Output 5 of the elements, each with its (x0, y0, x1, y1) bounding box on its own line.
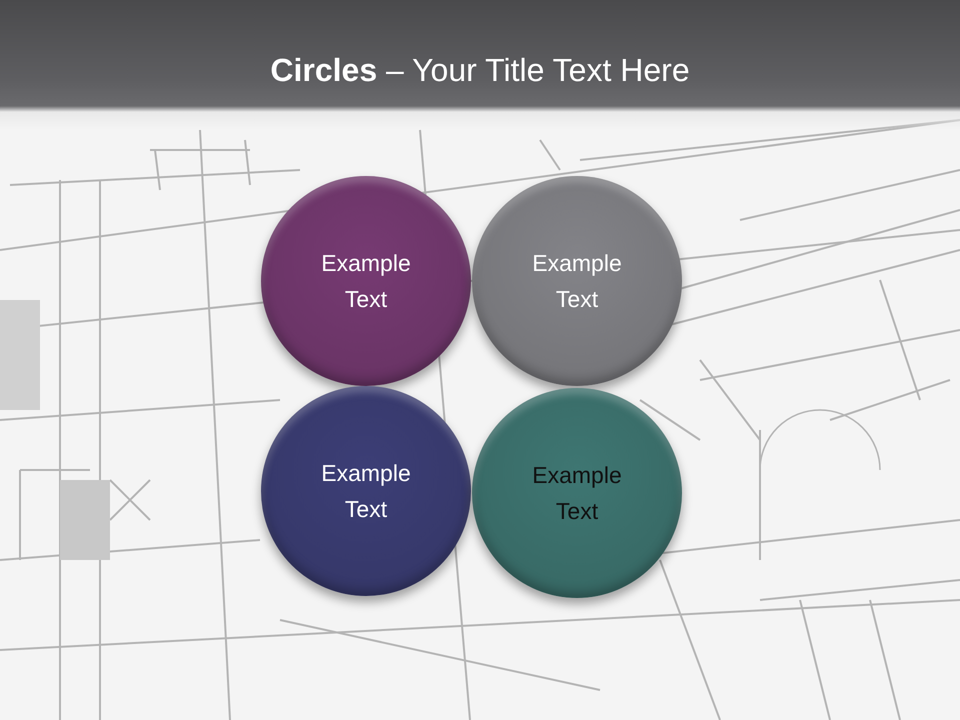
circle-label: Example Text (320, 249, 412, 314)
circle-label: Example Text (531, 249, 623, 314)
circle-label: Example Text (531, 461, 623, 526)
title: Circles – Your Title Text Here (270, 52, 690, 89)
circle-label: Example Text (320, 459, 412, 524)
